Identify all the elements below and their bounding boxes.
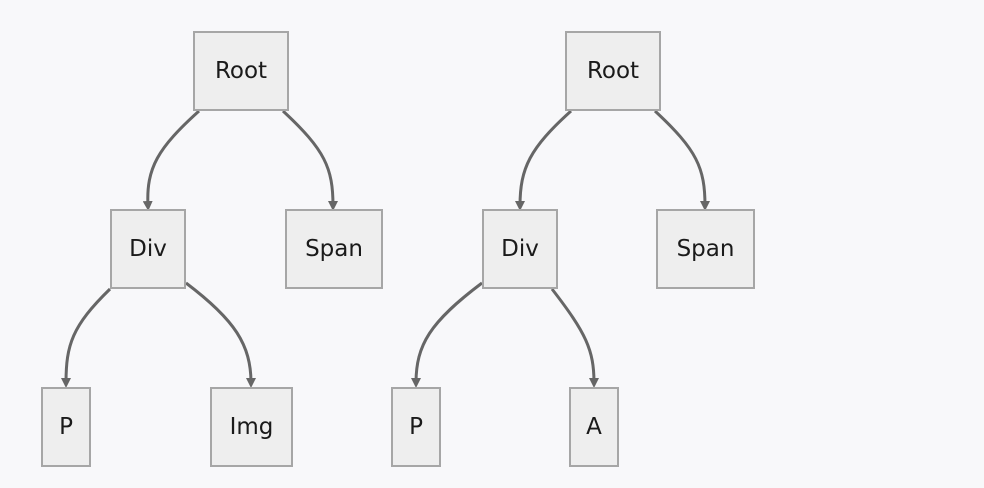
tree2-div-node: Div (482, 209, 558, 289)
tree2-p-node: P (391, 387, 441, 467)
edge-tree2-root-to-span (653, 109, 710, 211)
tree1-root-node: Root (193, 31, 289, 111)
tree1-span-node: Span (285, 209, 383, 289)
tree1-div-node: Div (110, 209, 186, 289)
edge-tree1-div-to-img (185, 281, 256, 388)
edge-tree1-root-to-div (142, 109, 201, 211)
edge-tree2-root-to-div (515, 109, 573, 211)
tree1-img-node: Img (210, 387, 293, 467)
tree2-span-node: Span (656, 209, 755, 289)
edge-tree2-div-to-p (411, 281, 483, 388)
tree1-p-node: P (41, 387, 91, 467)
edge-tree1-root-to-span (281, 109, 338, 211)
edge-tree2-div-to-a (550, 288, 599, 388)
tree2-root-node: Root (565, 31, 661, 111)
edge-tree1-div-to-p (61, 287, 112, 388)
tree2-a-node: A (569, 387, 619, 467)
